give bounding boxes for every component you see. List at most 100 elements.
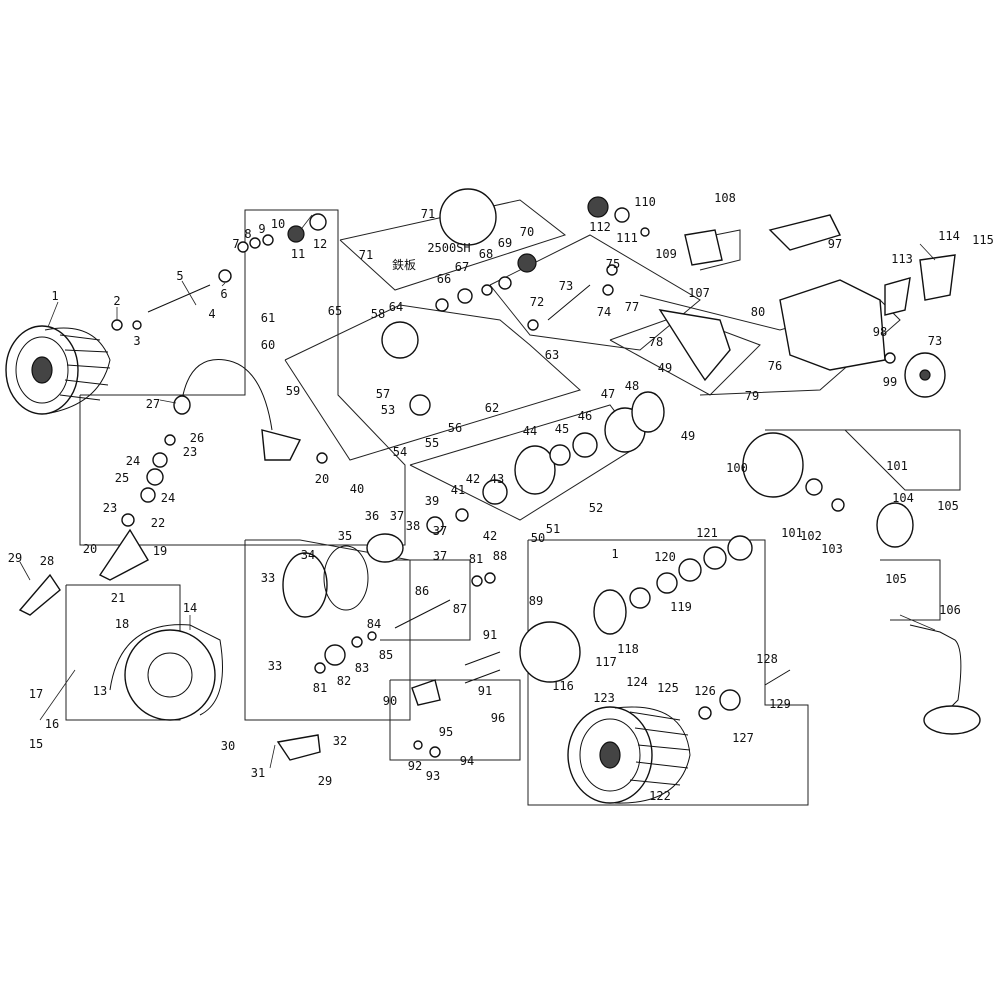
callout-38: 38 <box>406 519 420 533</box>
callout-13: 13 <box>93 684 107 698</box>
callout-88: 88 <box>493 549 507 563</box>
callout-85: 85 <box>379 648 393 662</box>
callout-119: 119 <box>670 600 692 614</box>
callout-labels: 1 2 3 4 5 6 7 8 9 10 11 12 13 14 15 16 1… <box>8 191 994 803</box>
callout-70: 70 <box>520 225 534 239</box>
callout-40: 40 <box>350 482 364 496</box>
callout-129: 129 <box>769 697 791 711</box>
callout-121: 121 <box>696 526 718 540</box>
callout-72: 72 <box>530 295 544 309</box>
gearbox-body <box>768 214 946 398</box>
callout-53: 53 <box>381 403 395 417</box>
callout-52: 52 <box>589 501 603 515</box>
callout-33: 33 <box>261 571 275 585</box>
callout-97: 97 <box>828 237 842 251</box>
callout-35: 35 <box>338 529 352 543</box>
callout-104: 104 <box>892 491 914 505</box>
callout-62: 62 <box>485 401 499 415</box>
callout-7: 7 <box>232 237 239 251</box>
callout-30: 30 <box>221 739 235 753</box>
callout-42b: 42 <box>483 529 497 543</box>
callout-37: 37 <box>390 509 404 523</box>
callout-95: 95 <box>439 725 453 739</box>
callout-67: 67 <box>455 260 469 274</box>
spool-right <box>567 706 691 804</box>
callout-16: 16 <box>45 717 59 731</box>
callout-71: 71 <box>421 207 435 221</box>
callout-80: 80 <box>751 305 765 319</box>
callout-11: 11 <box>291 247 305 261</box>
callout-87: 87 <box>453 602 467 616</box>
callout-125: 125 <box>657 681 679 695</box>
callout-68: 68 <box>479 247 493 261</box>
callout-33b: 33 <box>268 659 282 673</box>
callout-61: 61 <box>261 311 275 325</box>
callout-4: 4 <box>208 307 215 321</box>
callout-2: 2 <box>113 294 120 308</box>
callout-29: 29 <box>8 551 22 565</box>
callout-58: 58 <box>371 307 385 321</box>
callout-76: 76 <box>768 359 782 373</box>
callout-48: 48 <box>625 379 639 393</box>
callout-12: 12 <box>313 237 327 251</box>
callout-90: 90 <box>383 694 397 708</box>
callout-19: 19 <box>153 544 167 558</box>
callout-118: 118 <box>617 642 639 656</box>
callout-26: 26 <box>190 431 204 445</box>
variant-label-2500sh: 2500SH <box>427 241 470 255</box>
callout-106: 106 <box>939 603 961 617</box>
callout-81b: 81 <box>313 681 327 695</box>
callout-27: 27 <box>146 397 160 411</box>
callout-6: 6 <box>220 287 227 301</box>
callout-89: 89 <box>529 594 543 608</box>
callout-86: 86 <box>415 584 429 598</box>
callout-116: 116 <box>552 679 574 693</box>
callout-100: 100 <box>726 461 748 475</box>
callout-32: 32 <box>333 734 347 748</box>
callout-8: 8 <box>244 227 251 241</box>
callout-60: 60 <box>261 338 275 352</box>
callout-77: 77 <box>625 300 639 314</box>
callout-117: 117 <box>595 655 617 669</box>
callout-75: 75 <box>606 257 620 271</box>
callout-41: 41 <box>451 483 465 497</box>
callout-110: 110 <box>634 195 656 209</box>
callout-101b: 101 <box>781 526 803 540</box>
callout-15: 15 <box>29 737 43 751</box>
rotor-body <box>109 624 223 721</box>
callout-55: 55 <box>425 436 439 450</box>
callout-47: 47 <box>601 387 615 401</box>
callout-10: 10 <box>271 217 285 231</box>
callout-20b: 20 <box>315 472 329 486</box>
callout-43: 43 <box>490 472 504 486</box>
callout-69: 69 <box>498 236 512 250</box>
callout-63: 63 <box>545 348 559 362</box>
callout-17: 17 <box>29 687 43 701</box>
callout-36: 36 <box>365 509 379 523</box>
callout-49: 49 <box>658 361 672 375</box>
callout-22: 22 <box>151 516 165 530</box>
callout-105: 105 <box>937 499 959 513</box>
callout-66: 66 <box>437 272 451 286</box>
callout-20: 20 <box>83 542 97 556</box>
callout-93: 93 <box>426 769 440 783</box>
callout-64: 64 <box>389 300 403 314</box>
callout-21: 21 <box>111 591 125 605</box>
callout-115: 115 <box>972 233 994 247</box>
callout-9: 9 <box>258 222 265 236</box>
callout-24b: 24 <box>161 491 175 505</box>
callout-37c: 37 <box>433 549 447 563</box>
callout-28: 28 <box>40 554 54 568</box>
callout-34: 34 <box>301 548 315 562</box>
callout-96: 96 <box>491 711 505 725</box>
callout-91: 91 <box>483 628 497 642</box>
callout-56: 56 <box>448 421 462 435</box>
callout-29b: 29 <box>318 774 332 788</box>
callout-79: 79 <box>745 389 759 403</box>
callout-1: 1 <box>51 289 58 303</box>
callout-5: 5 <box>176 269 183 283</box>
callout-23: 23 <box>103 501 117 515</box>
leader-lines <box>19 214 936 769</box>
callout-51: 51 <box>546 522 560 536</box>
